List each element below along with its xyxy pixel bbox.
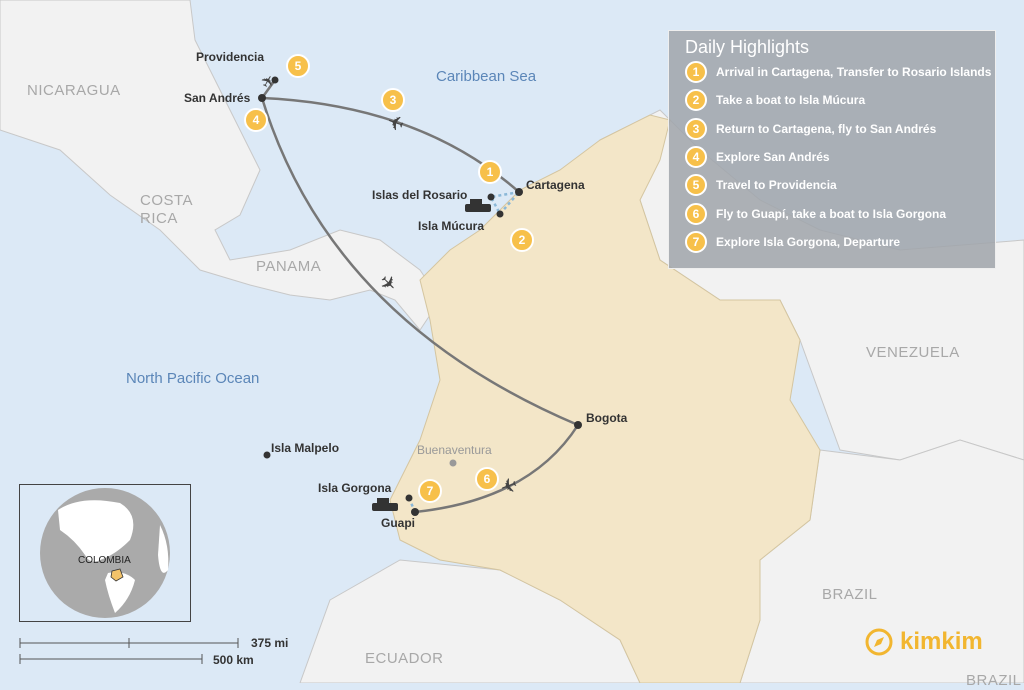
compass-icon (865, 628, 893, 656)
country-ecuador: ECUADOR (365, 650, 444, 667)
globe: COLOMBIA (40, 488, 170, 618)
country-brazil: BRAZIL (822, 586, 878, 603)
scale-miles: 375 mi (251, 636, 289, 650)
logo-text: kimkim (900, 628, 983, 655)
label-guapi: Guapi (381, 516, 416, 530)
label-buenaventura: Buenaventura (417, 443, 492, 457)
label-san-andres: San Andrés (184, 91, 251, 105)
plane-icon: ✈ (497, 471, 520, 497)
sea-caribbean: Caribbean Sea (436, 68, 537, 85)
route-bogota-guapi (414, 424, 580, 514)
kimkim-logo: kimkim (864, 627, 983, 657)
country-venezuela: VENEZUELA (866, 344, 960, 361)
label-isla-gorgona: Isla Gorgona (318, 481, 392, 495)
place-dots (258, 76, 582, 516)
day-badge-1: 1 (478, 160, 502, 184)
panel-title: Daily Highlights (685, 37, 810, 57)
day-badge-6: 6 (475, 467, 499, 491)
country-costa-rica: COSTA RICA (140, 192, 194, 227)
country-panama: PANAMA (256, 258, 322, 275)
plane-icon: ✈ (385, 108, 408, 134)
inset-label: COLOMBIA (78, 555, 131, 566)
globe-inset: COLOMBIA (19, 484, 191, 622)
scale-km: 500 km (213, 653, 254, 667)
route-boat (489, 190, 520, 217)
label-isla-malpelo: Isla Malpelo (271, 441, 340, 455)
scale-bar (19, 638, 239, 664)
day-badge-2: 2 (510, 228, 534, 252)
country-nicaragua: NICARAGUA (27, 82, 121, 99)
label-cartagena: Cartagena (526, 178, 585, 192)
day-badge-3: 3 (381, 88, 405, 112)
label-bogota: Bogota (586, 411, 628, 425)
boat-icons (372, 199, 491, 511)
sea-pacific: North Pacific Ocean (126, 370, 260, 387)
route-san-andres-bogota (260, 97, 579, 427)
day-badge-4: 4 (244, 108, 268, 132)
label-providencia: Providencia (196, 50, 265, 64)
day-badge-5: 5 (286, 54, 310, 78)
day-badge-7: 7 (418, 479, 442, 503)
label-isla-mucura: Isla Múcura (418, 219, 485, 233)
country-brazil-2: BRAZIL (966, 672, 1022, 689)
label-islas-del-rosario: Islas del Rosario (372, 188, 468, 202)
